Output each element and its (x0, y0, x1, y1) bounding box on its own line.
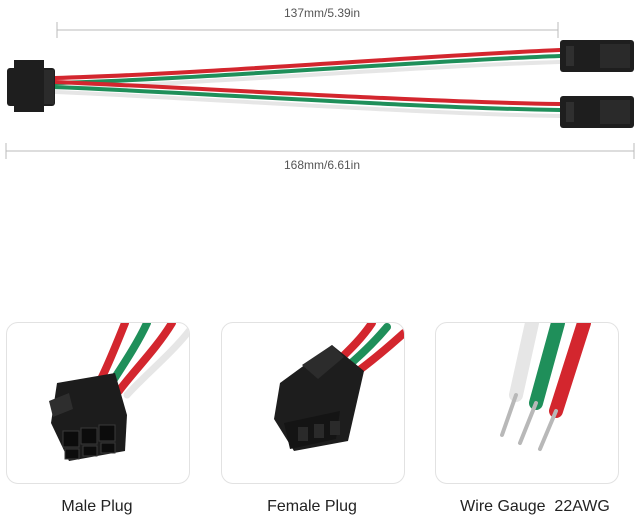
right-top-female-connector (560, 40, 634, 72)
top-length-label: 137mm/5.39in (258, 6, 386, 20)
y-splitter-cable (5, 22, 635, 159)
wire-gauge-value: 22AWG (554, 498, 610, 515)
right-bottom-female-connector (560, 96, 634, 128)
left-male-connector (7, 60, 55, 112)
female-plug-image (274, 323, 404, 451)
bottom-dimension-line (5, 143, 635, 159)
male-plug-card (6, 322, 190, 484)
female-plug-caption: Female Plug (267, 498, 357, 515)
male-plug-image (49, 323, 189, 461)
wire-gauge-card (435, 322, 619, 484)
male-plug-caption: Male Plug (61, 498, 133, 515)
total-length-label: 168mm/6.61in (258, 158, 386, 172)
wires-lower-branch (53, 80, 562, 118)
wire-gauge-image (500, 323, 591, 451)
wire-gauge-caption: Wire Gauge 22AWG (435, 497, 635, 517)
wires-upper-branch (53, 48, 562, 90)
top-dimension-line (56, 22, 559, 38)
female-plug-card (221, 322, 405, 484)
wire-gauge-label: Wire Gauge (460, 498, 546, 515)
